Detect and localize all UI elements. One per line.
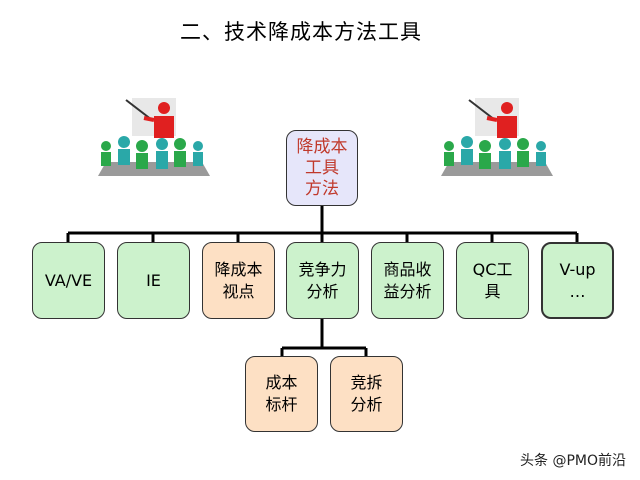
root-node-label: 降成本 工具 方法	[296, 136, 348, 199]
node-ie: IE	[117, 242, 190, 319]
page-title: 二、技术降成本方法工具	[180, 20, 422, 44]
node-cost-benchmark: 成本 标杆	[245, 356, 318, 432]
node-v-up-label: V-up …	[559, 259, 596, 301]
node-qc-tools-label: QC工 具	[472, 259, 513, 301]
node-v-up: V-up …	[541, 242, 614, 319]
root-node: 降成本 工具 方法	[286, 130, 358, 206]
node-ie-label: IE	[146, 270, 161, 290]
node-qc-tools: QC工 具	[456, 242, 529, 319]
node-teardown-analysis-label: 竞拆 分析	[350, 373, 383, 414]
node-cost-benchmark-label: 成本 标杆	[265, 373, 298, 414]
node-teardown-analysis: 竞拆 分析	[330, 356, 403, 432]
node-cost-viewpoint: 降成本 视点	[202, 242, 275, 319]
node-cost-viewpoint-label: 降成本 视点	[214, 259, 263, 301]
node-product-profit-label: 商品收 益分析	[383, 259, 432, 301]
node-va-ve: VA/VE	[32, 242, 105, 319]
node-competitiveness-label: 竞争力 分析	[298, 259, 347, 301]
node-va-ve-label: VA/VE	[44, 270, 93, 290]
presenter-icon-right	[441, 98, 553, 176]
node-competitiveness: 竞争力 分析	[286, 242, 359, 319]
node-product-profit: 商品收 益分析	[371, 242, 444, 319]
watermark: 头条 @PMO前沿	[520, 453, 626, 469]
presenter-icon-left	[98, 98, 210, 176]
